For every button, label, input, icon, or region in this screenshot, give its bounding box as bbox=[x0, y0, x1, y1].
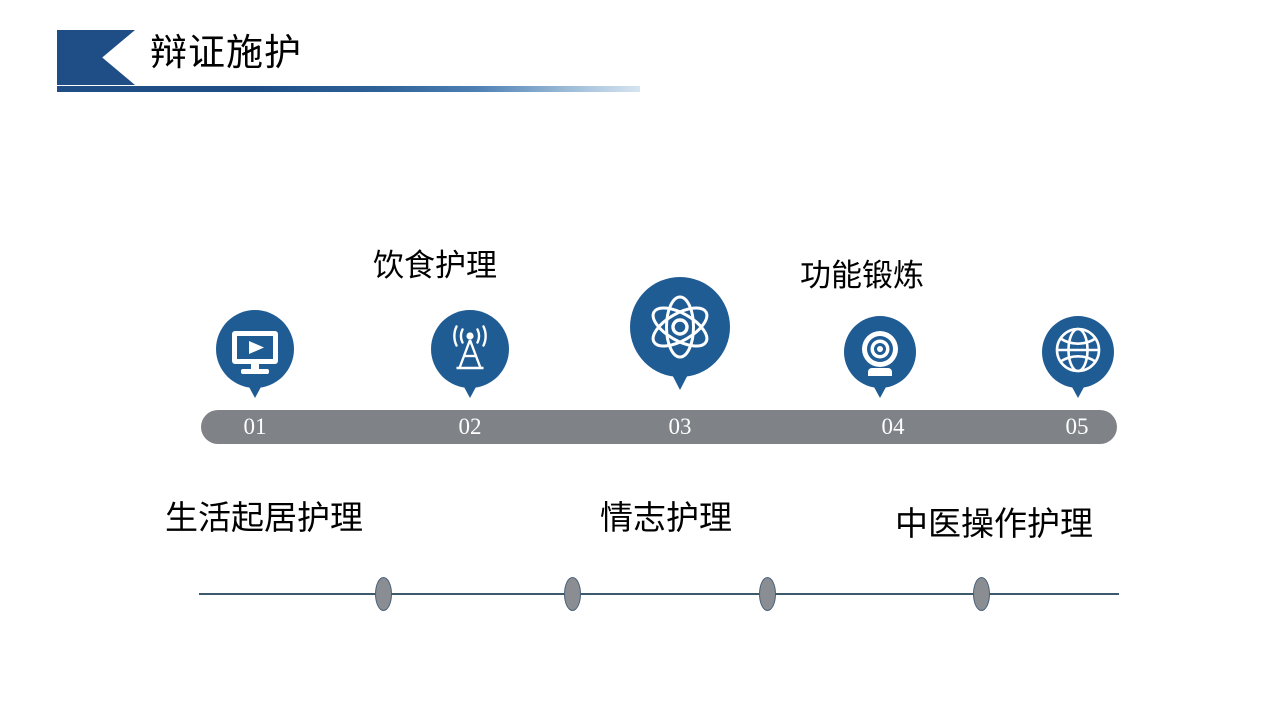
stage-label-05: 中医操作护理 bbox=[895, 504, 1093, 543]
timeline-number-04: 04 bbox=[881, 414, 905, 439]
timeline-track bbox=[201, 410, 1117, 444]
broadcast-tower-icon bbox=[431, 310, 509, 398]
webcam-icon bbox=[844, 316, 916, 398]
monitor-play-icon bbox=[216, 310, 294, 398]
page-title: 辩证施护 bbox=[150, 31, 302, 74]
bottom-axis-line bbox=[199, 593, 1119, 595]
timeline-pin-01[interactable] bbox=[216, 310, 294, 398]
stage-label-01: 生活起居护理 bbox=[165, 498, 363, 537]
timeline-number-01: 01 bbox=[243, 414, 267, 439]
axis-node-4[interactable] bbox=[973, 577, 990, 611]
slide-title-banner: 辩证施护 bbox=[0, 0, 700, 110]
atom-icon bbox=[630, 277, 730, 390]
title-underline-gradient bbox=[57, 86, 640, 92]
timeline-number-03: 03 bbox=[668, 414, 692, 439]
timeline-pin-04[interactable] bbox=[844, 316, 916, 398]
timeline-pin-05[interactable] bbox=[1042, 316, 1114, 398]
stage-label-02: 饮食护理 bbox=[373, 248, 497, 284]
axis-node-3[interactable] bbox=[759, 577, 776, 611]
title-underline-cap bbox=[57, 86, 119, 92]
axis-node-2[interactable] bbox=[564, 577, 581, 611]
chevron-left-icon bbox=[57, 30, 135, 85]
timeline-number-05: 05 bbox=[1065, 414, 1089, 439]
stage-label-04: 功能锻炼 bbox=[800, 258, 924, 294]
axis-node-1[interactable] bbox=[375, 577, 392, 611]
stage-label-03: 情志护理 bbox=[600, 498, 732, 537]
globe-icon bbox=[1042, 316, 1114, 398]
timeline-pin-02[interactable] bbox=[431, 310, 509, 398]
timeline-pin-03[interactable] bbox=[630, 277, 730, 390]
timeline-number-02: 02 bbox=[458, 414, 482, 439]
